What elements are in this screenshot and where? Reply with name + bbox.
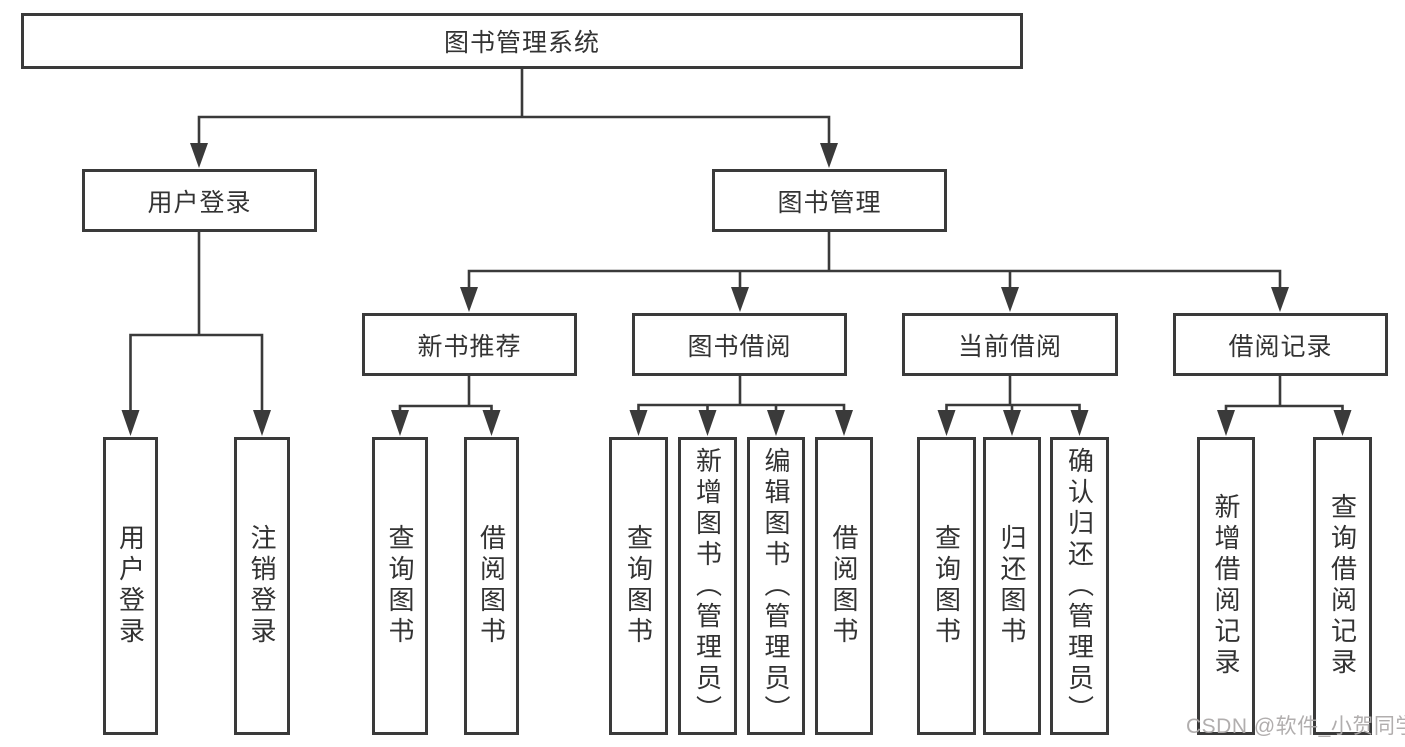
leaf-add-books-admin: 新增图书（管理员） (678, 437, 737, 735)
node-new-book-recommend: 新书推荐 (362, 313, 577, 376)
leaf-confirm-return-admin: 确认归还（管理员） (1050, 437, 1109, 735)
leaf-return-books: 归还图书 (983, 437, 1041, 735)
node-user-login: 用户登录 (82, 169, 317, 232)
leaf-borrow-books-recommend: 借阅图书 (464, 437, 519, 735)
leaf-query-books-current-label: 查询图书 (931, 524, 962, 648)
leaf-query-books-recommend-label: 查询图书 (385, 524, 415, 648)
leaf-return-books-label: 归还图书 (997, 524, 1027, 648)
node-current-borrowing-label: 当前借阅 (957, 332, 1062, 361)
node-current-borrowing: 当前借阅 (902, 313, 1118, 376)
node-borrow-records-label: 借阅记录 (1228, 332, 1333, 361)
csdn-watermark: CSDN @软件_小贺同学 (1186, 715, 1405, 738)
node-root-system: 图书管理系统 (21, 13, 1023, 69)
leaf-user-login-label: 用户登录 (115, 524, 146, 648)
node-book-management: 图书管理 (712, 169, 947, 232)
node-book-borrowing-label: 图书借阅 (687, 332, 792, 361)
node-book-borrowing: 图书借阅 (632, 313, 847, 376)
node-root-label: 图书管理系统 (443, 29, 600, 57)
leaf-add-books-admin-label: 新增图书（管理员） (692, 446, 723, 726)
leaf-query-books-borrowing-label: 查询图书 (623, 524, 654, 648)
leaf-borrow-books-label: 借阅图书 (829, 524, 859, 648)
leaf-query-borrow-record-label: 查询借阅记录 (1327, 493, 1358, 679)
node-borrow-records: 借阅记录 (1173, 313, 1388, 376)
node-book-management-label: 图书管理 (777, 188, 882, 217)
leaf-logout-label: 注销登录 (247, 524, 277, 648)
leaf-add-borrow-record: 新增借阅记录 (1197, 437, 1255, 735)
leaf-add-borrow-record-label: 新增借阅记录 (1211, 493, 1241, 679)
leaf-user-login: 用户登录 (103, 437, 158, 735)
node-new-book-recommend-label: 新书推荐 (417, 332, 522, 361)
leaf-confirm-return-admin-label: 确认归还（管理员） (1064, 446, 1095, 726)
leaf-edit-books-admin: 编辑图书（管理员） (747, 437, 805, 735)
leaf-query-books-recommend: 查询图书 (372, 437, 428, 735)
leaf-borrow-books: 借阅图书 (815, 437, 873, 735)
leaf-query-books-current: 查询图书 (917, 437, 976, 735)
leaf-query-borrow-record: 查询借阅记录 (1313, 437, 1372, 735)
leaf-query-books-borrowing: 查询图书 (609, 437, 668, 735)
leaf-borrow-books-recommend-label: 借阅图书 (476, 524, 507, 648)
leaf-edit-books-admin-label: 编辑图书（管理员） (761, 446, 791, 726)
leaf-logout: 注销登录 (234, 437, 290, 735)
node-user-login-label: 用户登录 (147, 188, 252, 217)
arrowheads (121, 143, 1352, 436)
